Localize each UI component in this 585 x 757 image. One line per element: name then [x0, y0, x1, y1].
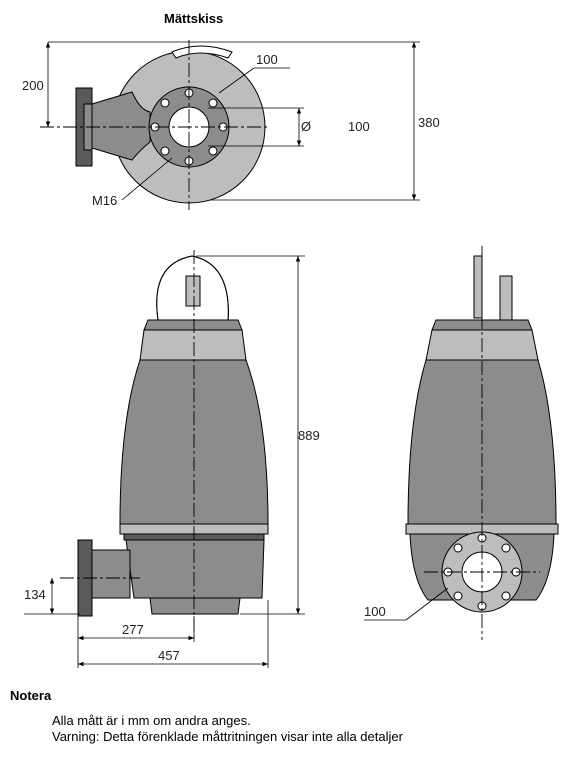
dim-100-flange-label: 100 [256, 52, 278, 67]
lifting-handle [171, 45, 233, 59]
dim-200-label: 200 [22, 78, 44, 93]
discharge-pipe [91, 91, 151, 161]
dim-100-leader [218, 67, 255, 94]
dim-100-dia-label: 100 [348, 119, 370, 134]
dim-457-label: 457 [158, 648, 180, 663]
notes-heading: Notera [10, 688, 52, 703]
dim-134-label: 134 [24, 587, 46, 602]
cable-gland [185, 275, 201, 307]
top-cover [139, 329, 247, 361]
bolt-size-label: M16 [92, 193, 117, 208]
notes-section: Notera Alla mått är i mm om andra anges.… [10, 688, 575, 745]
top-cap-ring [143, 319, 243, 331]
pump-housing [125, 539, 265, 599]
side-view: 889 134 277 457 [24, 250, 320, 668]
dim-phi-label: Ø [301, 119, 311, 134]
dim-889-label: 889 [298, 428, 320, 443]
dim-277-label: 277 [122, 622, 144, 637]
dim-380-label: 380 [418, 115, 440, 130]
bolt-leader [121, 157, 173, 201]
notes-line-warning: Varning: Detta förenklade måttritningen … [52, 729, 403, 744]
side-discharge-pipe [91, 549, 131, 599]
front-cable-gland [499, 275, 513, 321]
front-cable [473, 255, 483, 319]
lifting-bail-highlight [156, 255, 229, 323]
drawing-title: Mättskiss [164, 11, 223, 26]
pump-feet [149, 597, 241, 615]
front-bolt-holes [443, 533, 521, 611]
front-view: 100 [364, 246, 559, 640]
front-dim-100-leader [405, 587, 449, 621]
notes-line-units: Alla mått är i mm om andra anges. [52, 713, 251, 728]
front-dim-100-label: 100 [364, 604, 386, 619]
top-view: 380 200 100 Ø 100 M16 [22, 40, 440, 210]
